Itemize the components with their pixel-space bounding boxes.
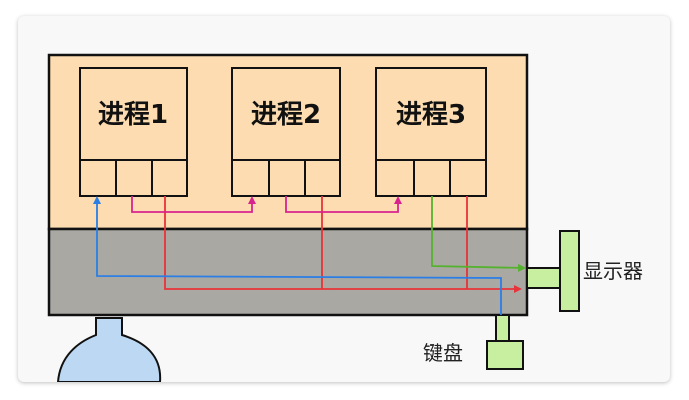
process-3: 进程3 xyxy=(375,67,487,197)
keyboard-input-line xyxy=(93,196,502,315)
monitor-output-line xyxy=(431,196,526,272)
process-2: 进程2 xyxy=(231,67,341,197)
storage-shape xyxy=(56,317,162,382)
keyboard-stem xyxy=(495,314,510,343)
process-1-label: 进程1 xyxy=(98,100,168,130)
monitor-label: 显示器 xyxy=(583,259,643,283)
process-2-label: 进程2 xyxy=(251,100,321,130)
kernel-region xyxy=(47,227,529,317)
process-1: 进程1 xyxy=(79,67,188,197)
process-3-label: 进程3 xyxy=(396,100,466,130)
keyboard-label: 键盘 xyxy=(423,341,463,365)
keyboard-device xyxy=(486,340,524,370)
monitor-device xyxy=(559,230,580,312)
ipc-arrows xyxy=(131,196,402,213)
monitor-stand xyxy=(526,267,562,289)
